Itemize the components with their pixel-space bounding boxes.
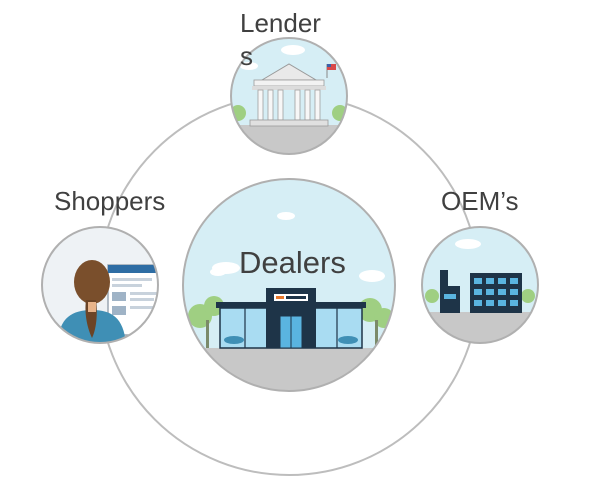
- lenders-node: [230, 37, 348, 155]
- shoppers-node: [41, 226, 159, 344]
- oems-node: [421, 226, 539, 344]
- bank-building-icon: [249, 63, 336, 127]
- shopper-at-computer-icon: [58, 260, 158, 343]
- factory-icon: [440, 270, 522, 313]
- dealers-label: Dealers: [239, 245, 346, 280]
- dealership-icon: [216, 288, 366, 349]
- shoppers-label: Shoppers: [54, 186, 166, 216]
- lenders-label: Lender s: [240, 8, 321, 71]
- oems-label: OEM’s: [441, 186, 519, 216]
- dealers-node: [182, 178, 396, 392]
